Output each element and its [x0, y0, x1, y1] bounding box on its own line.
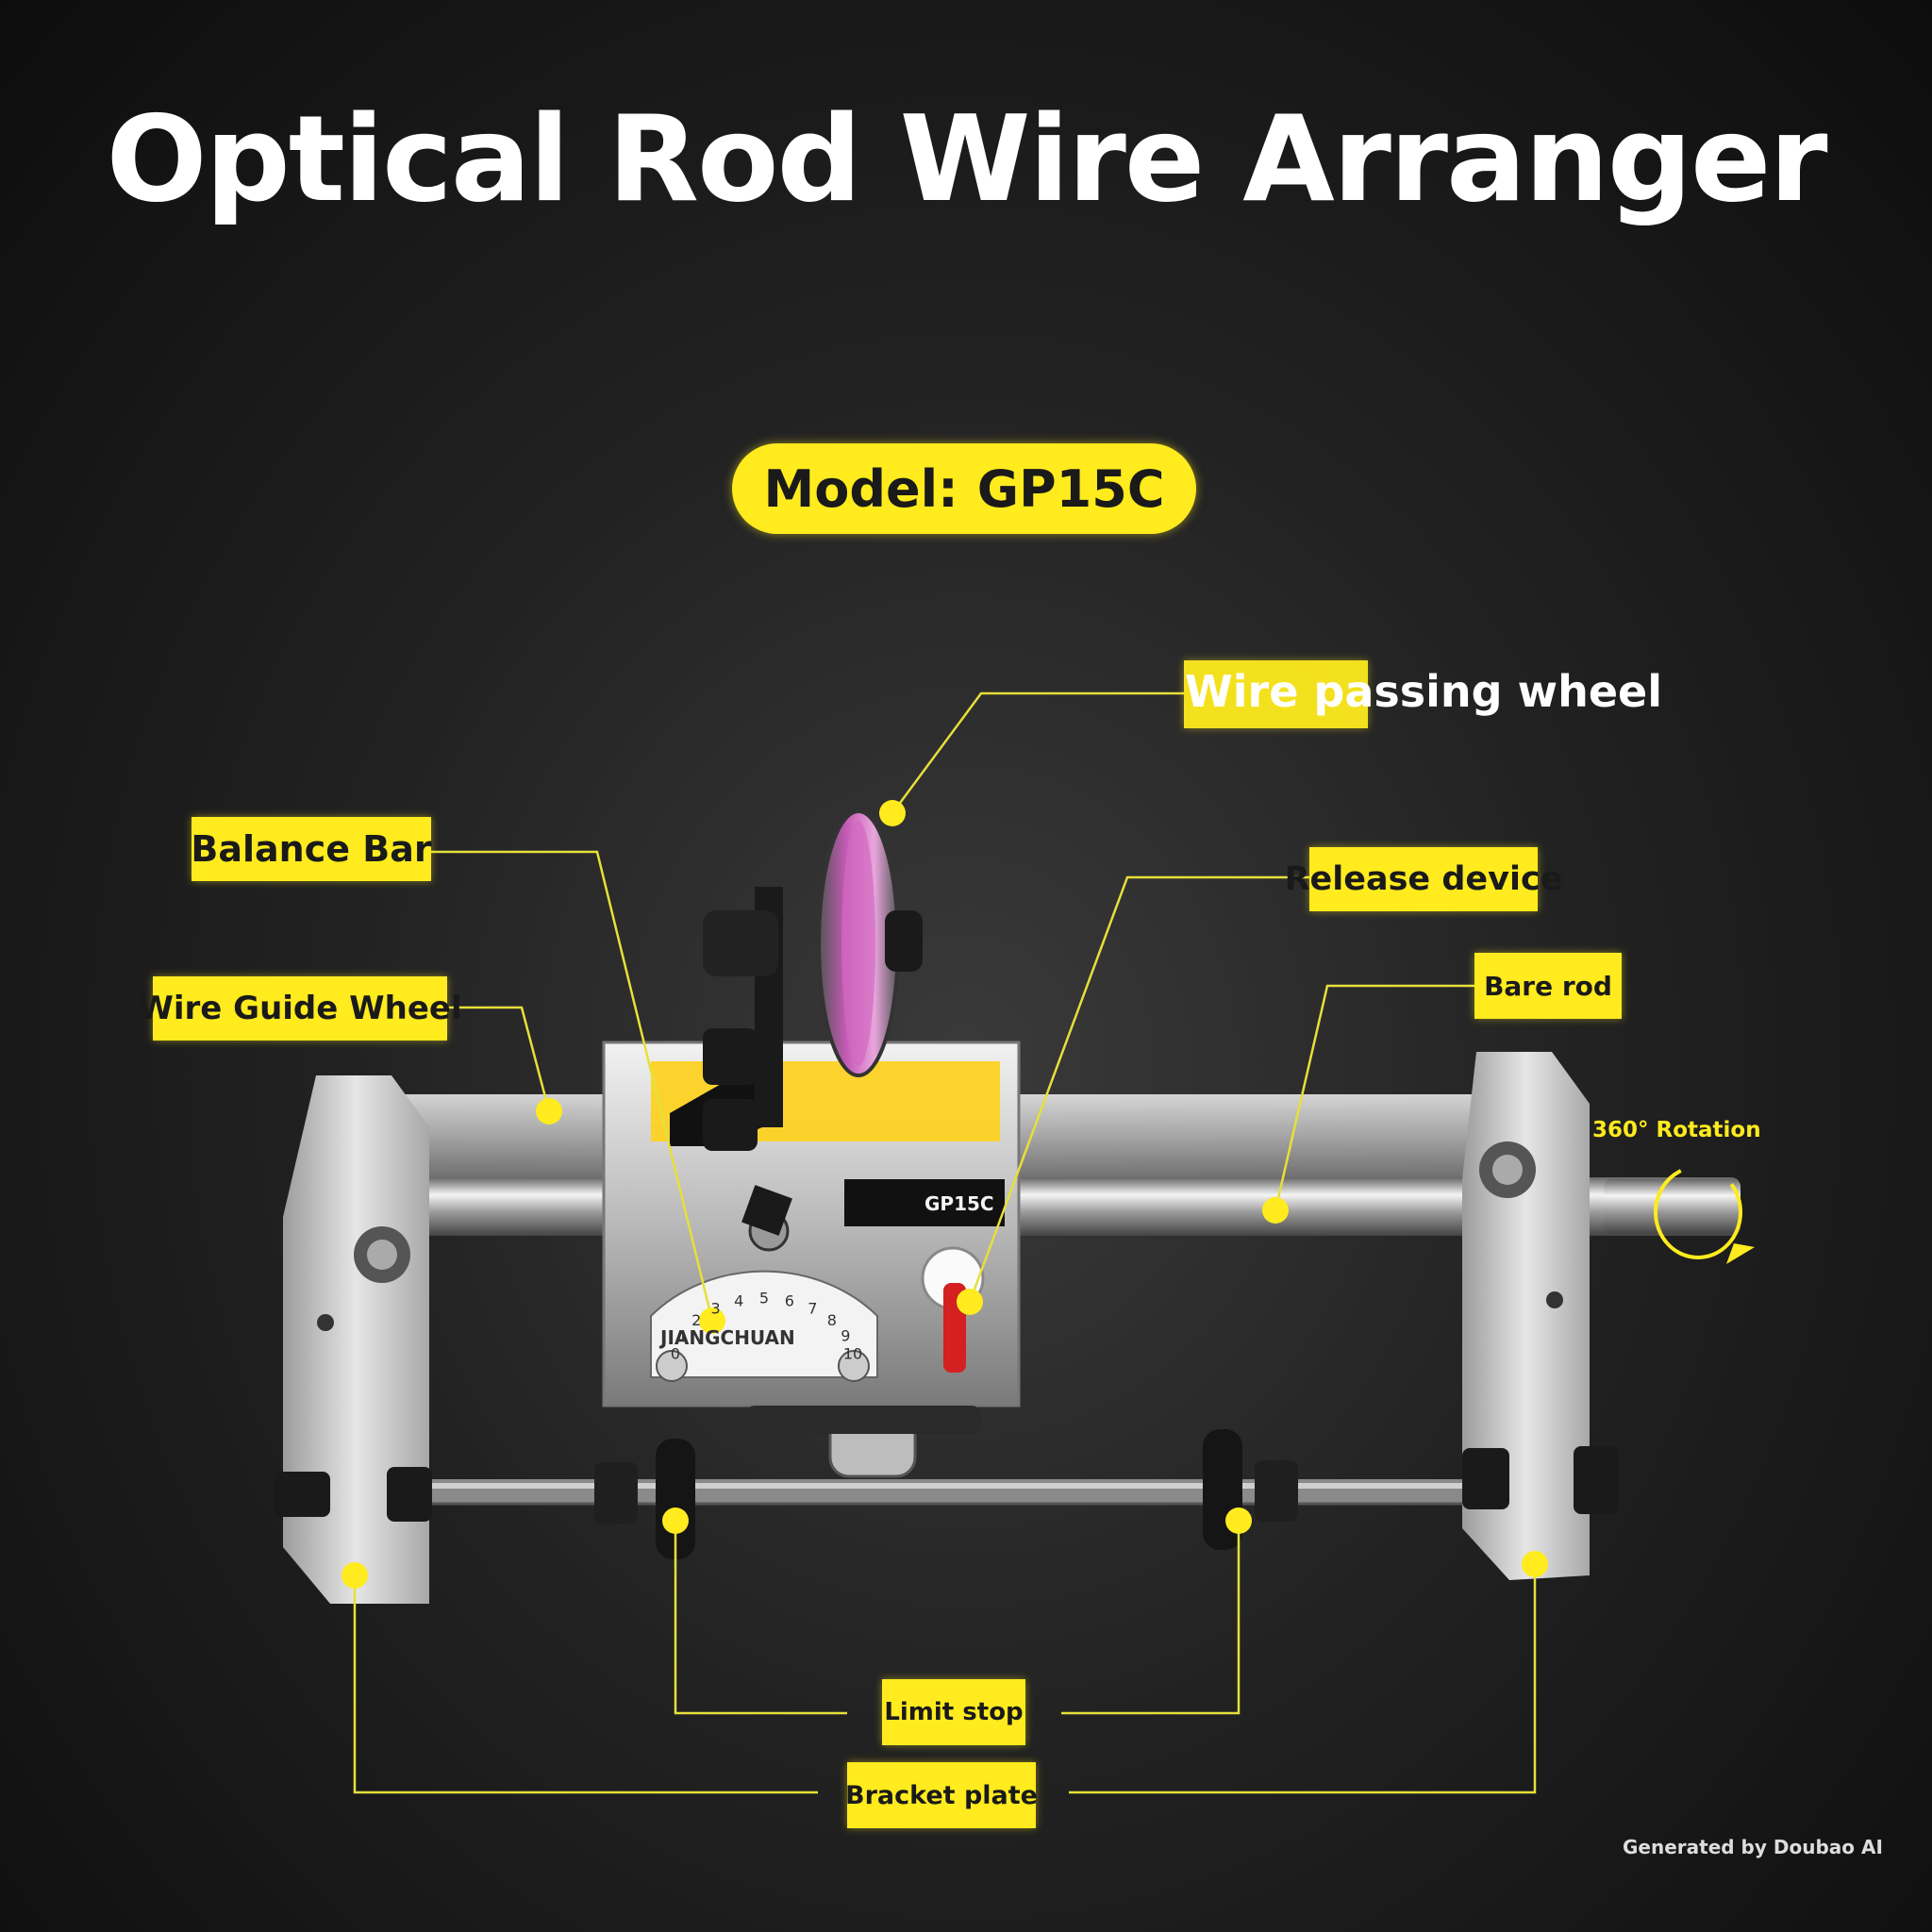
- carriage-body: [602, 1041, 1021, 1478]
- wire-passing-wheel-label-box: [1184, 660, 1368, 728]
- dial-number: 0: [671, 1344, 680, 1362]
- nuts: [274, 1446, 1619, 1524]
- rotation-arrow-icon: [1654, 1165, 1755, 1264]
- wire-passing-wheel-label: Wire passing wheel: [1185, 666, 1662, 717]
- device-brand: JIANGCHUAN: [658, 1326, 795, 1349]
- dial-number: 6: [785, 1291, 794, 1309]
- dial-number: 9: [841, 1327, 850, 1345]
- bracket-plate-label: Bracket plate: [845, 1762, 1038, 1828]
- wire-guide-wheel-label: Wire Guide Wheel: [138, 976, 462, 1041]
- wire-passing-wheel: [670, 809, 923, 1151]
- dial-number: 4: [734, 1291, 743, 1309]
- model-value: GP15C: [976, 458, 1165, 519]
- dial-number: 2: [691, 1311, 701, 1329]
- dial-number: 5: [759, 1290, 769, 1307]
- balance-bar-label: Balance Bar: [191, 817, 432, 881]
- watermark: Generated by Doubao AI: [1623, 1836, 1883, 1858]
- rotation-note: 360° Rotation: [1592, 1118, 1761, 1142]
- threaded-rod: [283, 1479, 1585, 1506]
- dial-number: 8: [827, 1311, 837, 1329]
- dial-number: 7: [808, 1300, 817, 1318]
- callout-dots: [341, 800, 1548, 1589]
- bare-rod-label: Bare rod: [1474, 953, 1622, 1019]
- page-title: Optical Rod Wire Arranger: [106, 90, 1827, 228]
- release-device-label: Release device: [1285, 847, 1562, 911]
- bracket-plate-left: [283, 1075, 429, 1604]
- model-label: Model:: [763, 458, 958, 519]
- dial-number: 10: [843, 1344, 862, 1362]
- limit-stop-label: Limit stop: [882, 1679, 1025, 1745]
- callout-lines: [353, 691, 1537, 1794]
- model-badge: Model: GP15C: [732, 443, 1196, 534]
- nameplate-model: GP15C: [924, 1192, 994, 1215]
- dial-number: 3: [711, 1300, 721, 1318]
- dial-number: 1: [678, 1327, 688, 1345]
